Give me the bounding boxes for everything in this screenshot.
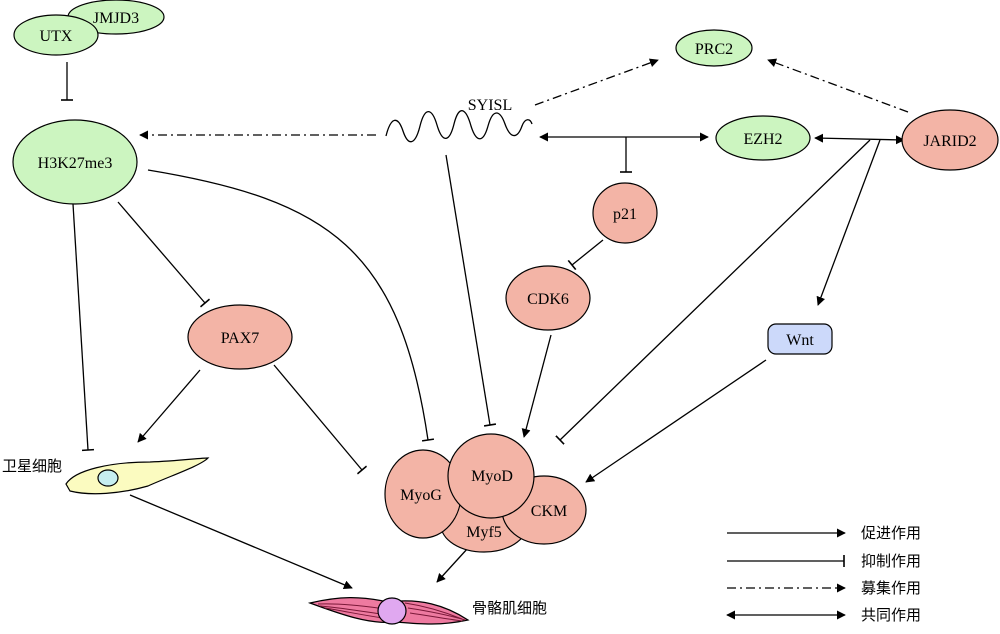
skeletal-muscle-cell[interactable] <box>307 597 470 625</box>
myod-label: MyoD <box>471 468 513 485</box>
edge-h3k27me3-inhibits-pax7 <box>117 201 211 308</box>
myf5-label: Myf5 <box>466 524 502 541</box>
skeletal-muscle-label: 骨骼肌细胞 <box>472 599 547 617</box>
ezh2-label: EZH2 <box>743 131 782 148</box>
myog-label: MyoG <box>400 487 442 504</box>
muscle-cell-striations <box>317 602 466 622</box>
edge-syisl-inhibits-myod <box>445 154 497 427</box>
edge-wnt-promotes-ckm <box>585 359 767 483</box>
node-myod[interactable]: MyoD <box>447 433 535 519</box>
node-p21[interactable]: p21 <box>592 182 658 244</box>
legend-promote-label: 促进作用 <box>861 524 921 542</box>
utx-label: UTX <box>40 28 73 45</box>
p21-label: p21 <box>613 206 637 223</box>
edge-syisl-recruits-prc2 <box>534 58 659 106</box>
node-wnt[interactable]: Wnt <box>767 323 833 355</box>
satellite-cell-nucleus <box>97 469 119 487</box>
node-pax7[interactable]: PAX7 <box>187 304 293 370</box>
edge-cdk6-promotes-myod <box>521 334 552 438</box>
satellite-cell-label: 卫星细胞 <box>2 457 62 475</box>
node-ezh2[interactable]: EZH2 <box>715 115 811 161</box>
jarid2-label: JARID2 <box>923 133 976 150</box>
edge-jarid2-promotes-wnt <box>816 139 881 306</box>
satellite-cell-body <box>65 457 210 495</box>
cdk6-label: CDK6 <box>527 291 569 308</box>
myogenic-factor-cluster: Myf5 CKM MyoG MyoD <box>384 433 587 553</box>
node-h3k27me3[interactable]: H3K27me3 <box>12 119 138 205</box>
legend-inhibit-label: 抑制作用 <box>861 552 921 570</box>
ckm-label: CKM <box>531 503 567 520</box>
edge-satellite-to-muscle <box>129 494 353 590</box>
node-cdk6[interactable]: CDK6 <box>505 265 591 331</box>
edge-h3k27me3-inhibits-myog <box>147 169 435 442</box>
edge-pax7-promotes-satellite <box>137 369 201 443</box>
edge-jarid2-inhibits-ckm <box>555 139 871 445</box>
edge-ezh2-mutual-jarid2 <box>814 133 905 145</box>
edge-jarid2-recruits-prc2 <box>767 58 909 113</box>
edge-h3k27me3-inhibits-satellite <box>72 203 95 452</box>
legend-recruit-label: 募集作用 <box>861 579 921 597</box>
syisl-label: SYISL <box>468 97 512 114</box>
node-myog[interactable]: MyoG <box>384 449 462 539</box>
pax7-label: PAX7 <box>221 330 260 347</box>
node-prc2[interactable]: PRC2 <box>675 29 753 67</box>
node-jarid2[interactable]: JARID2 <box>901 109 999 171</box>
h3k27me3-label: H3K27me3 <box>38 155 113 172</box>
syisl-rna-squiggle <box>385 110 533 143</box>
edge-cluster-to-muscle <box>436 547 469 583</box>
prc2-label: PRC2 <box>695 41 733 58</box>
jmjd3-label: JMJD3 <box>93 10 139 27</box>
node-utx[interactable]: UTX <box>13 14 99 56</box>
edges <box>61 58 909 590</box>
wnt-label: Wnt <box>786 332 814 349</box>
legend-mutual-label: 共同作用 <box>861 606 921 624</box>
legend: 促进作用 抑制作用 募集作用 共同作用 <box>726 524 921 624</box>
muscle-cell-nucleus <box>377 597 407 625</box>
satellite-cell[interactable] <box>65 457 210 495</box>
edge-p21-inhibits-cdk6 <box>567 239 604 271</box>
edge-pax7-inhibits-myog <box>273 364 368 475</box>
